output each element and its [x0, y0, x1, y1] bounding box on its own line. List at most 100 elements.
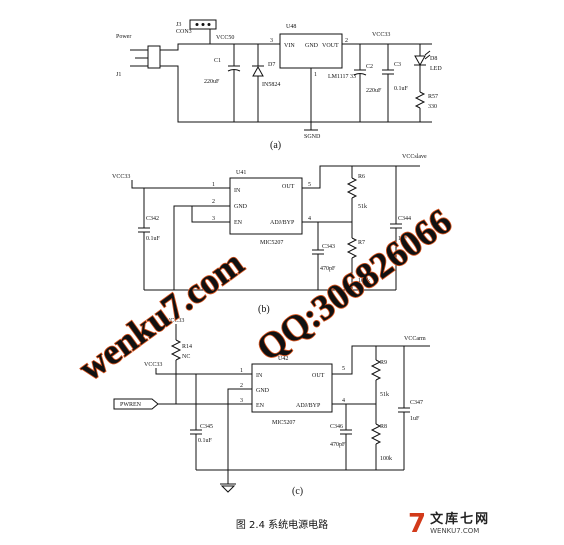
r14-value: NC [182, 354, 190, 360]
gnd-pin: GND [305, 43, 319, 49]
r6-value: 51k [358, 204, 367, 210]
power-jack-j1 [147, 45, 161, 69]
logo-mark: 7 [408, 509, 427, 539]
r9-label: R9 [380, 360, 387, 366]
logo-name: 文库七网 [430, 511, 491, 527]
r8-value: 100k [380, 456, 392, 462]
u48-pin3: 3 [270, 38, 273, 44]
r7-value: 100k [358, 278, 370, 284]
c347-value: 1uF [410, 416, 420, 422]
vcc50-label: VCC50 [216, 35, 234, 41]
r14-label: R14 [182, 344, 192, 350]
c343-value: 470pF [320, 266, 336, 272]
u42-en-pin: EN [256, 403, 265, 409]
u42-p4: 4 [342, 398, 345, 404]
sub-caption-c: (c) [292, 486, 303, 497]
diode-d7 [252, 65, 264, 77]
resistor-r7 [346, 237, 358, 259]
power-label: Power [116, 34, 131, 40]
j3-label: J3 [176, 22, 181, 28]
u41-p1: 1 [212, 182, 215, 188]
u41-label: U41 [236, 170, 246, 176]
u42-p2: 2 [240, 383, 243, 389]
c347-label: C347 [410, 400, 423, 406]
j1-label: J1 [116, 72, 121, 78]
vcc33-a-label: VCC33 [372, 32, 390, 38]
circuit-a: Power J1 J3 CON3 VCC50 C1 220uF D7 IN582… [116, 19, 442, 151]
vcc33-c-top-label: VCC33 [166, 318, 184, 324]
u42-gnd-pin: GND [256, 388, 270, 394]
d7-label: D7 [268, 62, 275, 68]
u41-part: MIC5207 [260, 240, 283, 246]
r8-label: R8 [380, 424, 387, 430]
u42-label: U42 [278, 356, 288, 362]
regulator-u41 [229, 177, 303, 235]
logo-url: WENKU7.COM [430, 526, 480, 535]
pwren-label: PWREN [120, 402, 142, 408]
c1-value: 220uF [204, 79, 220, 85]
c342-value: 0.1uF [146, 236, 161, 242]
sub-caption-a: (a) [270, 140, 281, 151]
vccarm-label: VCCarm [404, 336, 426, 342]
d7-part: IN5824 [262, 82, 280, 88]
resistor-r9 [370, 359, 382, 381]
site-logo: 7 文库七网 WENKU7.COM [408, 509, 491, 539]
c344-value: 1uF [398, 236, 408, 242]
u41-p2: 2 [212, 199, 215, 205]
u41-p5: 5 [308, 182, 311, 188]
u48-label: U48 [286, 24, 296, 30]
c346-value: 470pF [330, 442, 346, 448]
sub-caption-b: (b) [258, 304, 270, 315]
u42-p3: 3 [240, 398, 243, 404]
u41-out-pin: OUT [282, 184, 295, 190]
u41-p4: 4 [308, 216, 311, 222]
figure-caption: 图 2.4 系统电源电路 [235, 520, 329, 531]
reg-part: LM1117 33 [328, 74, 356, 80]
vin-pin: VIN [284, 43, 295, 49]
r9-value: 51k [380, 392, 389, 398]
logo-text: 文库七网 WENKU7.COM [430, 511, 491, 536]
r57-value: 330 [428, 104, 437, 110]
c3-label: C3 [394, 62, 401, 68]
vout-pin: VOUT [322, 43, 339, 49]
u41-in-pin: IN [234, 188, 241, 194]
led-d8 [414, 55, 426, 67]
c1-label: C1 [214, 58, 221, 64]
pwren-net-label [113, 398, 159, 410]
vccslave-label: VCCslave [402, 154, 427, 160]
u41-gnd-pin: GND [234, 204, 248, 210]
r57-label: R57 [428, 94, 438, 100]
r7-label: R7 [358, 240, 365, 246]
c3-value: 0.1uF [394, 86, 409, 92]
vcc33-c-label: VCC33 [144, 362, 162, 368]
u48-pin2: 2 [345, 38, 348, 44]
resistor-r57 [414, 91, 426, 109]
c2-label: C2 [366, 64, 373, 70]
u41-en-pin: EN [234, 220, 243, 226]
circuit-b: VCC33 C342 0.1uF U41 IN GND EN OUT ADJ/B… [112, 154, 427, 315]
resistor-r14 [170, 339, 182, 361]
vcc33-b-label: VCC33 [112, 174, 130, 180]
resistor-r8 [370, 423, 382, 445]
resistor-r6 [346, 177, 358, 199]
u42-out-pin: OUT [312, 373, 325, 379]
sgnd-label: SGND [304, 134, 321, 140]
regulator-u48 [279, 33, 343, 69]
d8-label: D8 [430, 56, 437, 62]
led-label: LED [430, 66, 442, 72]
u41-p3: 3 [212, 216, 215, 222]
c346-label: C346 [330, 424, 343, 430]
u41-adj-pin: ADJ/BYP [270, 220, 295, 226]
c342-label: C342 [146, 216, 159, 222]
u42-part: MIC5207 [272, 420, 295, 426]
r6-label: R6 [358, 174, 365, 180]
u42-p1: 1 [240, 368, 243, 374]
u48-pin1: 1 [314, 72, 317, 78]
c2-value: 220uF [366, 88, 382, 94]
c343-label: C343 [322, 244, 335, 250]
u42-adj-pin: ADJ/BYP [296, 403, 321, 409]
con3-label: CON3 [176, 29, 192, 35]
c345-value: 0.1uF [198, 438, 213, 444]
u42-p5: 5 [342, 366, 345, 372]
u42-in-pin: IN [256, 373, 263, 379]
